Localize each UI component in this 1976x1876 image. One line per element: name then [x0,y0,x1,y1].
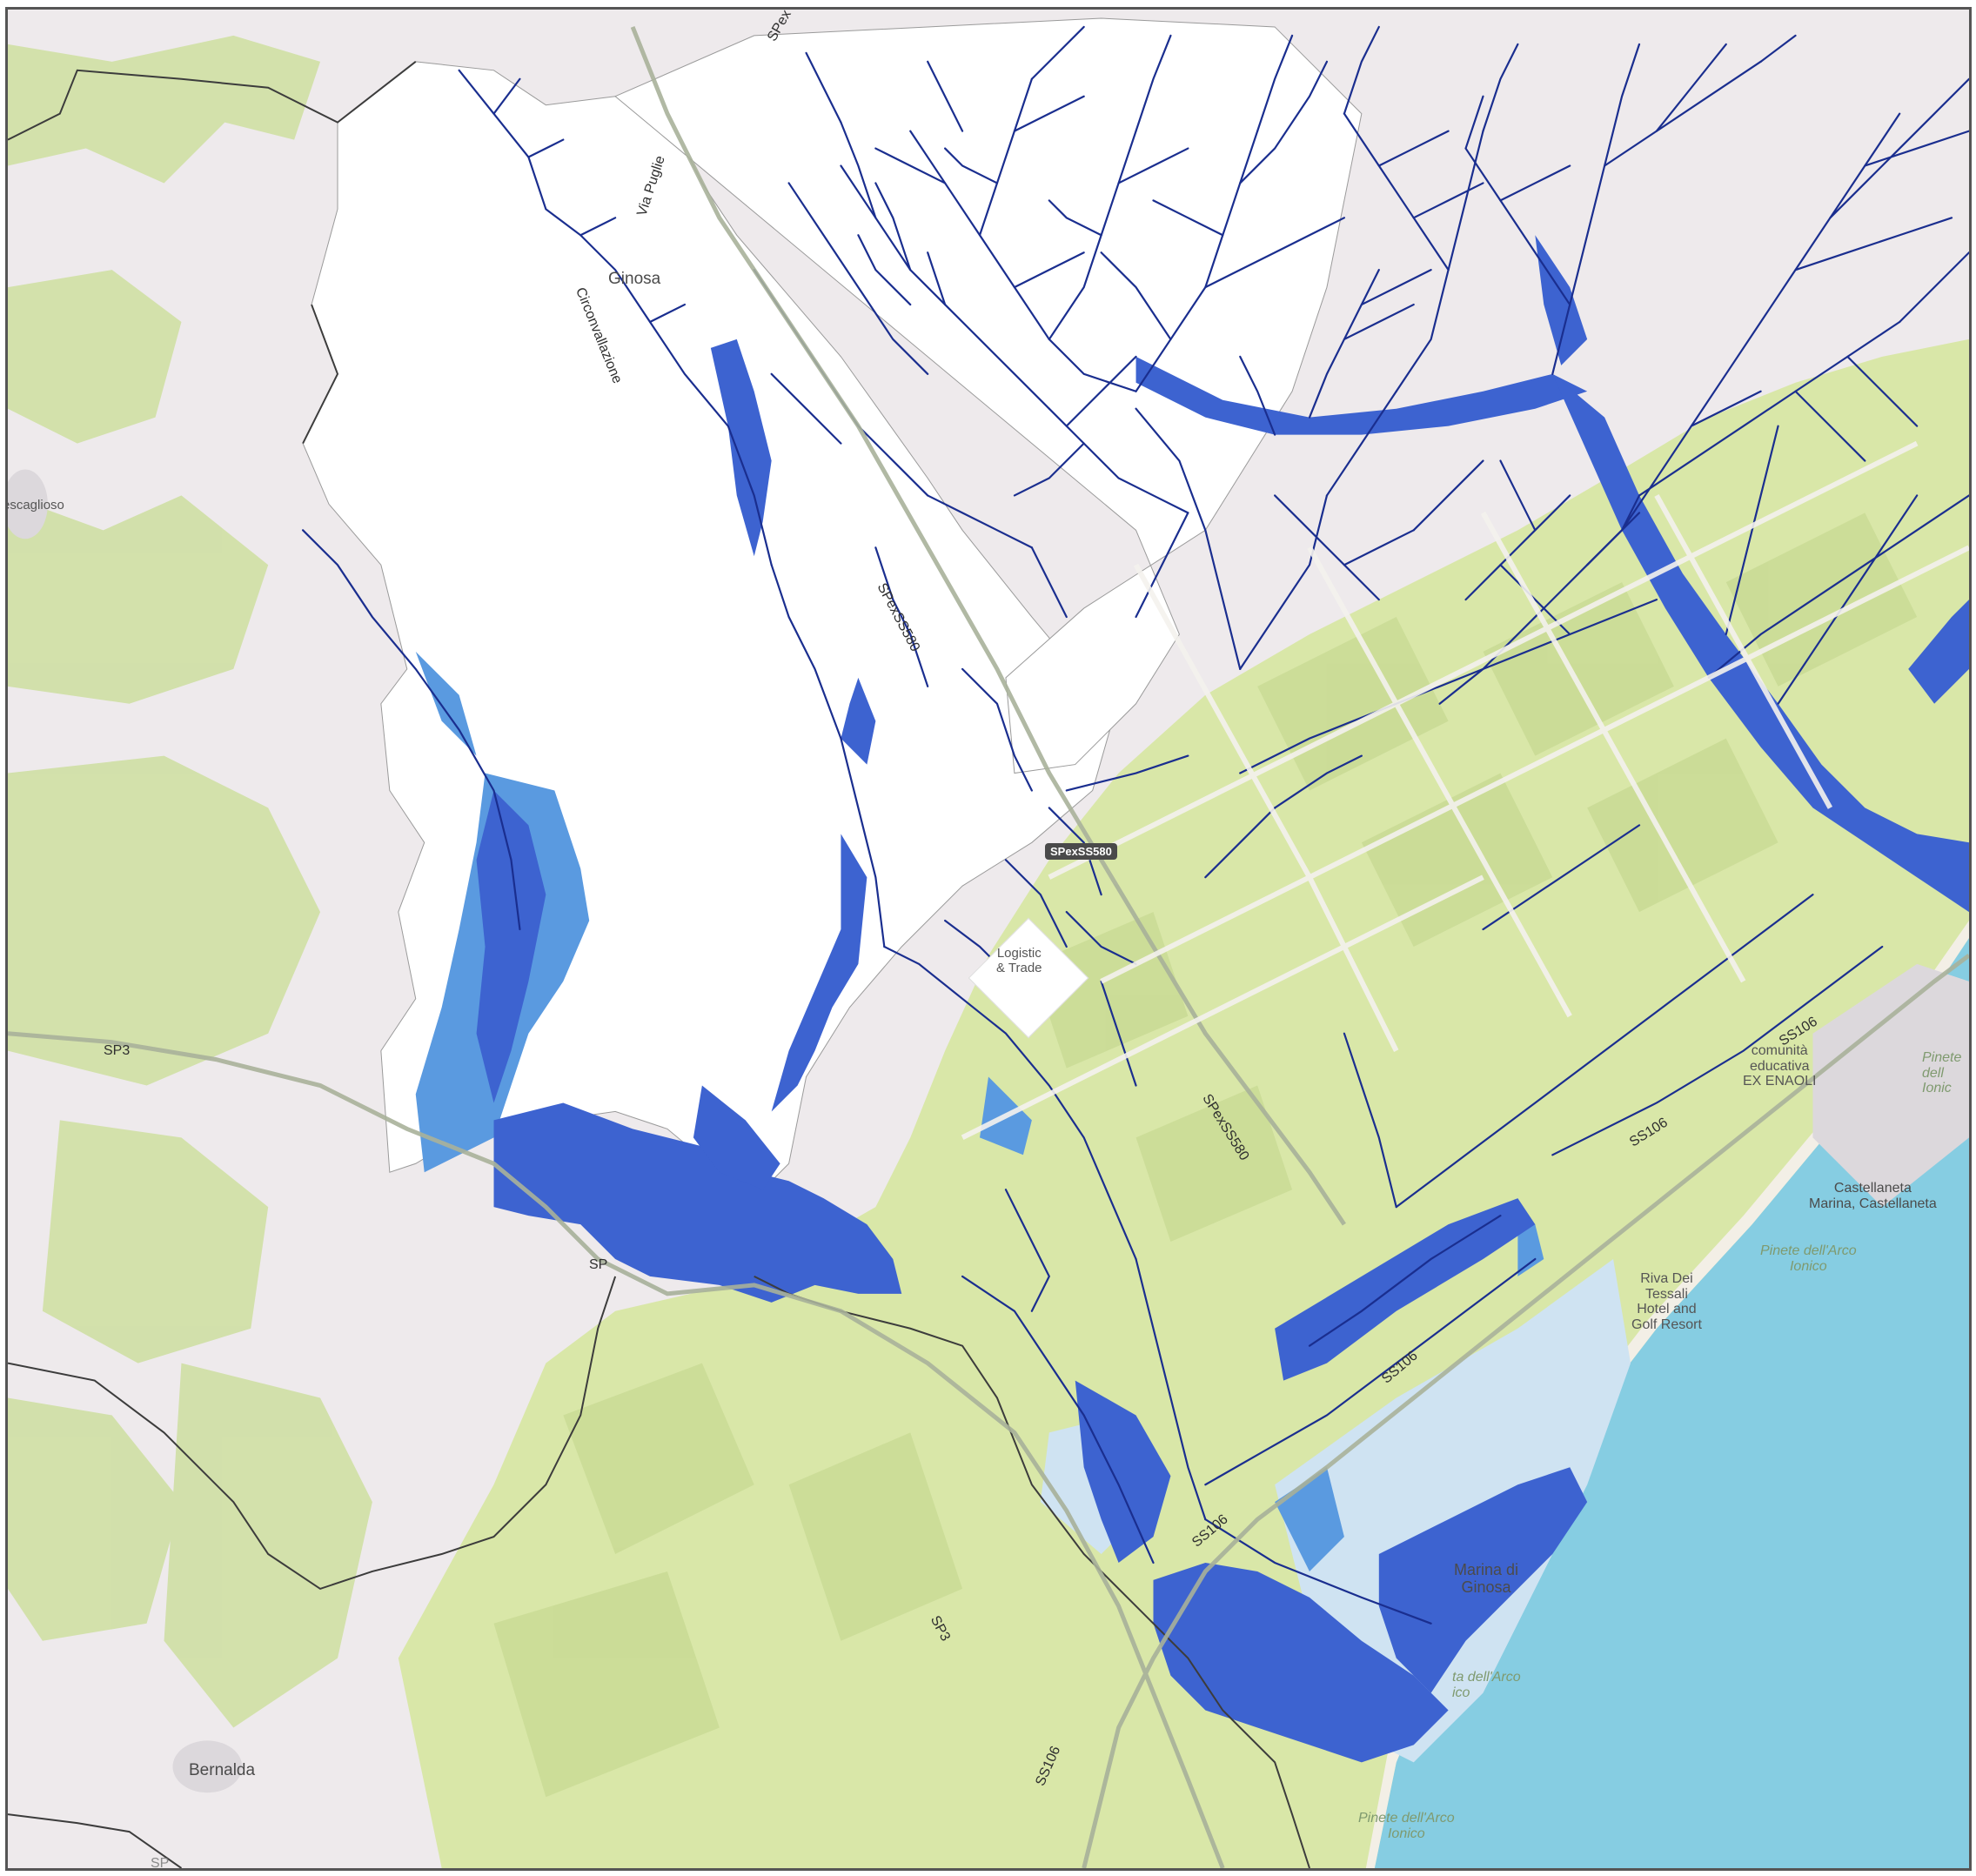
field-roads [961,440,1969,1141]
sea [1374,938,1969,1868]
roads [8,26,1969,1868]
place-ginosa: Ginosa [608,270,661,288]
boundaries [8,61,1310,1868]
park-pinete-1: Pinete dell'Arco Ionico [1760,1243,1857,1274]
park-pinete-3: Pinete dell'Arco Ionico [1358,1811,1455,1841]
place-logistic: Logistic & Trade [996,946,1042,975]
park-pinete-2: ta dell'Arco ico [1452,1670,1521,1700]
park-pinete-right: Pinete dell Ionic [1922,1050,1962,1096]
streams [302,25,1969,1625]
place-bernalda: Bernalda [189,1761,256,1779]
place-comunita: comunità educativa EX ENAOLI [1743,1043,1817,1089]
place-castellaneta: Castellaneta Marina, Castellaneta [1809,1181,1937,1211]
road-sp3-left: SP3 [104,1043,131,1058]
flood-map[interactable] [8,10,1969,1868]
flood-high [476,235,1969,1763]
road-sp-bottom-left: SP [151,1856,170,1871]
road-badge-spex: SPexSS580 [1045,843,1117,860]
forest-areas [8,35,372,1728]
road-sp3-cut: SP [589,1257,608,1272]
place-scaglioso: escaglioso [5,498,64,513]
place-riva: Riva Dei Tessali Hotel and Golf Resort [1631,1271,1702,1332]
map-frame[interactable]: Ginosa escaglioso Bernalda Castellaneta … [5,7,1972,1871]
place-marina-ginosa: Marina di Ginosa [1454,1561,1519,1596]
